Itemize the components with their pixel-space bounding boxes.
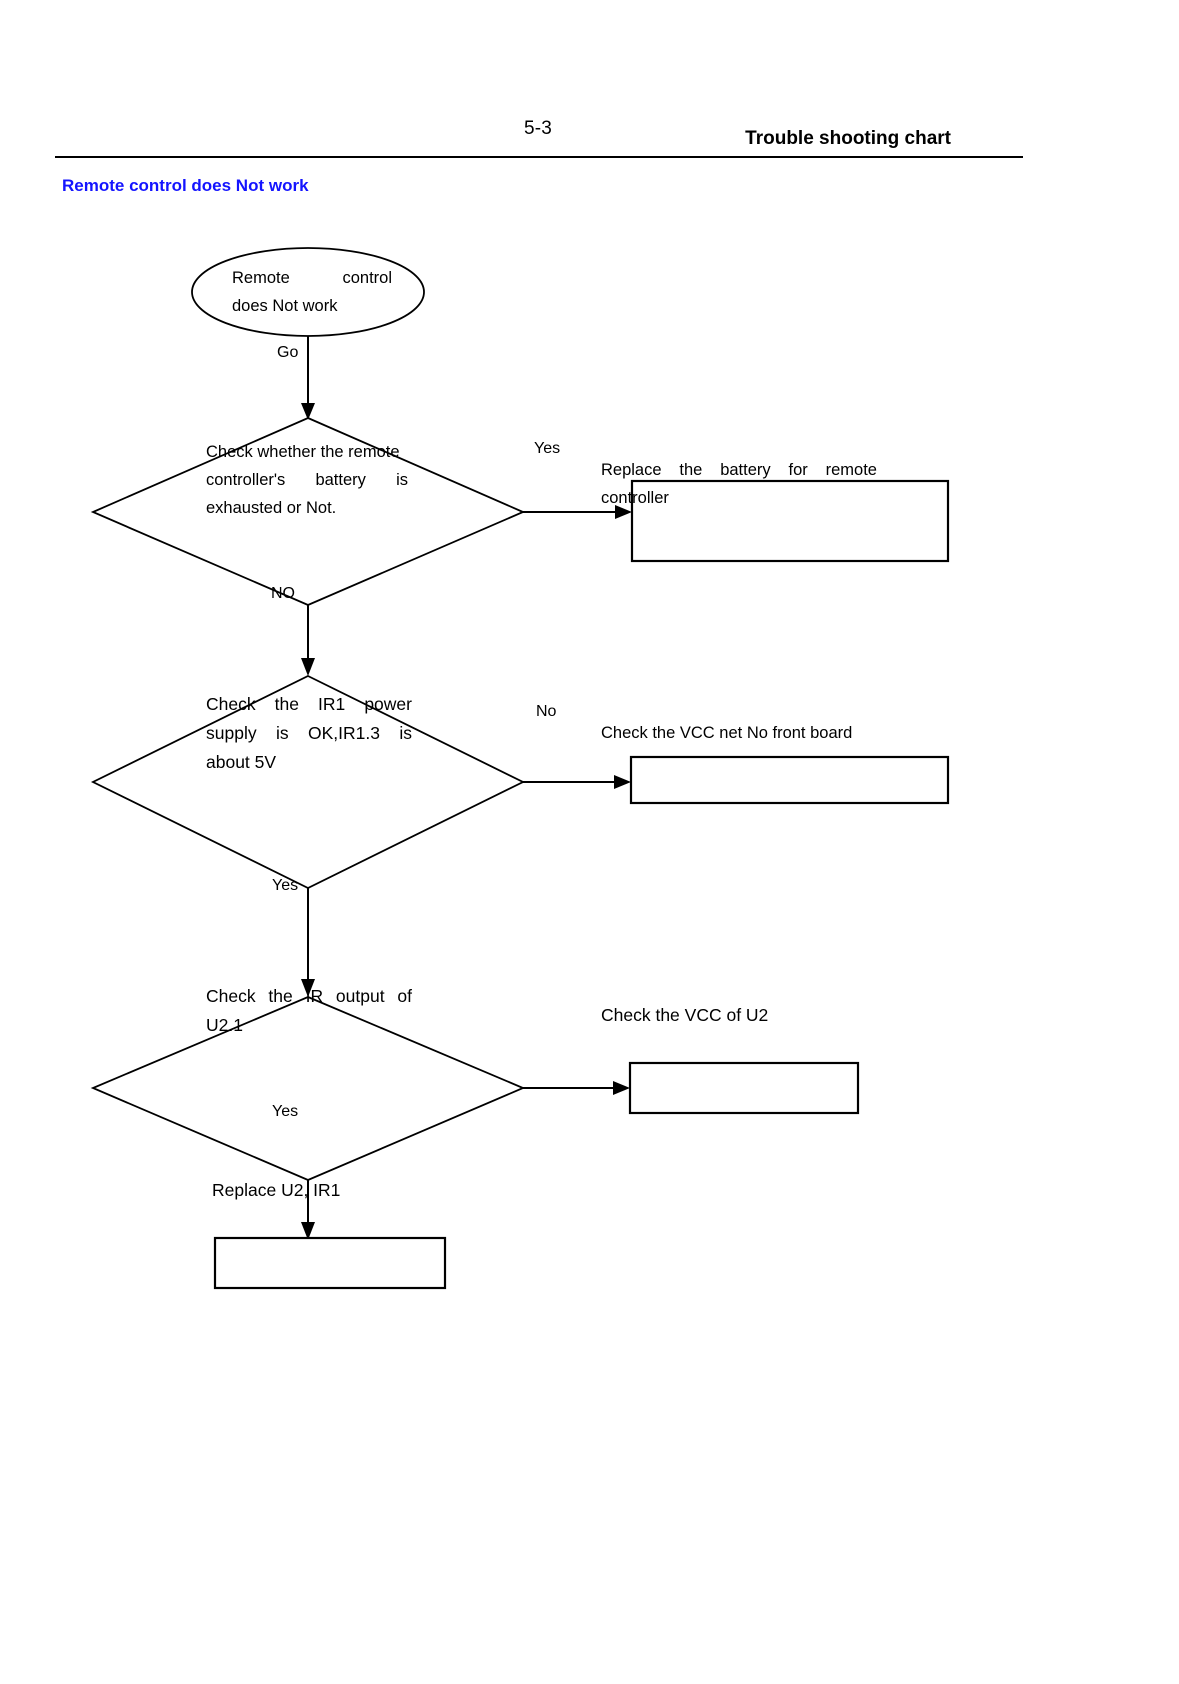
arrowhead-irout-yes xyxy=(301,1222,315,1240)
node-decision-ir-output-label: Check the IR output of U2.1 xyxy=(206,986,412,1035)
edge-label-go: Go xyxy=(277,344,299,361)
header-divider xyxy=(55,156,1023,158)
node-action-check-vcc-u2 xyxy=(628,1061,860,1115)
page-header: 5-3 Trouble shooting chart Remote contro… xyxy=(0,0,1179,195)
page-number: 5-3 xyxy=(523,118,553,139)
node-action-check-vcc-u2-label: Check the VCC of U2 xyxy=(601,1005,769,1025)
node-action-replace-battery xyxy=(630,479,950,563)
node-action-replace-battery-label: Replace the battery for remote controlle… xyxy=(601,461,877,507)
arrowhead-start-to-battery xyxy=(301,403,315,420)
arrowhead-ir1-no xyxy=(614,775,631,789)
header-title: Trouble shooting chart xyxy=(745,128,951,149)
arrowhead-ir1-yes xyxy=(301,979,315,997)
node-decision-ir1-power-label: Check the IR1 power supply is OK,IR1.3 i… xyxy=(206,694,412,772)
edge-label-battery-no: NO xyxy=(271,585,295,602)
node-action-check-vcc-front-board-label: Check the VCC net No front board xyxy=(601,724,853,742)
edge-label-ir1-yes: Yes xyxy=(272,877,299,894)
edge-label-battery-yes: Yes xyxy=(534,440,561,457)
node-action-replace-u2-ir1 xyxy=(213,1236,447,1290)
arrowhead-battery-no xyxy=(301,658,315,676)
edge-label-ir1-no: No xyxy=(536,703,557,720)
node-decision-battery-label: Check whether the remote controller's ba… xyxy=(206,443,408,517)
node-action-check-vcc-front-board xyxy=(629,755,950,805)
edge-label-irout-yes: Yes xyxy=(272,1103,299,1120)
section-title: Remote control does Not work xyxy=(62,176,309,195)
node-start-label: Remote control does Not work xyxy=(232,269,392,315)
node-action-replace-u2-ir1-label: Replace U2, IR1 xyxy=(212,1180,341,1200)
arrowhead-battery-yes xyxy=(615,505,632,519)
arrowhead-irout-right xyxy=(613,1081,630,1095)
